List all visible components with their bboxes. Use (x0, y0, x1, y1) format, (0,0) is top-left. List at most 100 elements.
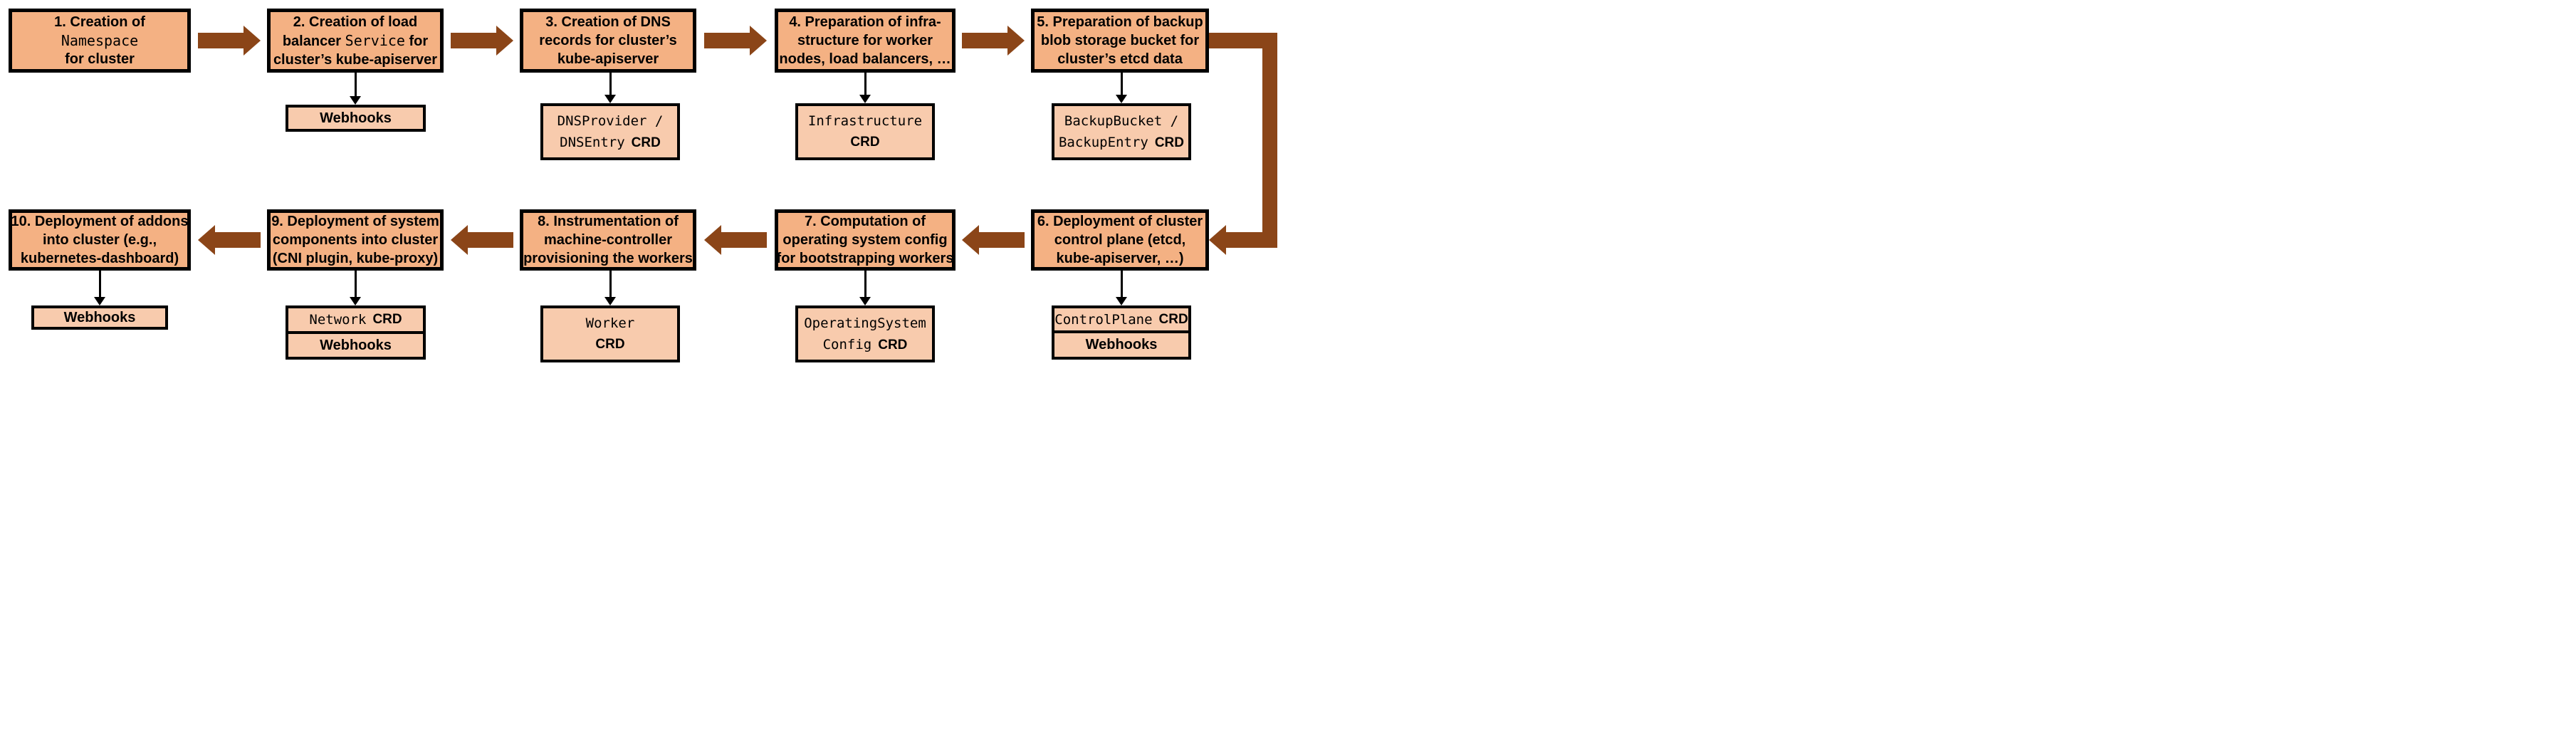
step-7-line-3: for bootstrapping workers (776, 251, 954, 266)
flow-arrow-3-4 (704, 26, 767, 56)
step-6-line-3: kube-apiserver, …) (1056, 251, 1184, 266)
artifact-worker-crd: Worker CRD (540, 305, 680, 362)
artifact-infrastructure-crd: Infrastructure CRD (795, 103, 935, 160)
step-8-line-3: provisioning the workers (523, 251, 693, 266)
connector-line (354, 271, 357, 297)
connector-step4-infrastructure-crd (859, 73, 871, 103)
step-9-line-1: 9. Deployment of system (271, 214, 439, 229)
step-3-line-2: records for cluster’s (539, 33, 677, 48)
arrow-head-left-icon (451, 225, 468, 255)
step-10-line-1: 10. Deployment of addons (11, 214, 189, 229)
dns-provider-label: DNSProvider / (557, 113, 664, 129)
arrow-head-right-icon (750, 26, 767, 56)
flow-arrow-6-7 (962, 225, 1025, 255)
webhooks-row: Webhooks (1054, 333, 1188, 357)
connector-line (1120, 271, 1123, 297)
step-3-box: 3. Creation of DNS records for cluster’s… (520, 9, 696, 73)
connector-step2-webhooks (350, 73, 361, 105)
connector-step10-webhooks (94, 271, 105, 305)
step-1-line-1: 1. Creation of (54, 14, 145, 30)
flow-arrow-9-10 (198, 225, 261, 255)
step-8-box: 8. Instrumentation of machine-controller… (520, 209, 696, 271)
flow-arrow-8-9 (451, 225, 513, 255)
elbow-arrow-head-left-icon (1209, 225, 1226, 255)
webhooks-row: Webhooks (288, 334, 423, 357)
step-1-box: 1. Creation of Namespace for cluster (9, 9, 191, 73)
crd-label: CRD (850, 135, 880, 150)
step-6-box: 6. Deployment of cluster control plane (… (1031, 209, 1209, 271)
arrow-shaft (451, 33, 496, 48)
down-arrow-head-icon (1116, 297, 1127, 305)
connector-step7-osc-crd (859, 271, 871, 305)
arrow-shaft (962, 33, 1007, 48)
step-4-line-3: nodes, load balancers, … (779, 51, 951, 67)
step-2-line-1: 2. Creation of load (293, 14, 418, 30)
flow-arrow-1-2 (198, 26, 261, 56)
elbow-vertical-bar (1262, 33, 1277, 248)
down-arrow-head-icon (859, 297, 871, 305)
step-10-line-2: into cluster (e.g., (42, 232, 157, 248)
worker-label: Worker (585, 315, 635, 331)
arrow-shaft (979, 232, 1025, 248)
elbow-bottom-bar (1225, 232, 1277, 248)
step-1-line-3: for cluster (65, 51, 135, 67)
step-2-line-2: balancer Service for (282, 31, 429, 49)
connector-line (864, 73, 866, 95)
backup-bucket-label: BackupBucket / (1064, 113, 1179, 129)
step-8-line-2: machine-controller (543, 232, 673, 248)
arrow-shaft (215, 232, 261, 248)
connector-step6-controlplane-crd (1116, 271, 1127, 305)
connector-line (609, 73, 612, 95)
step-6-line-2: control plane (etcd, (1054, 232, 1186, 248)
infrastructure-label: Infrastructure (807, 113, 923, 129)
step-3-line-1: 3. Creation of DNS (545, 14, 671, 30)
step-7-line-1: 7. Computation of (805, 214, 926, 229)
step-7-box: 7. Computation of operating system confi… (775, 209, 955, 271)
arrow-shaft (721, 232, 767, 248)
arrow-head-left-icon (704, 225, 721, 255)
cluster-creation-flow-diagram: 1. Creation of Namespace for cluster 2. … (0, 0, 1288, 371)
connector-line (1120, 73, 1123, 95)
flow-arrow-7-8 (704, 225, 767, 255)
crd-label: CRD (878, 337, 908, 352)
step-10-line-3: kubernetes-dashboard) (20, 251, 179, 266)
step-1-line-2-namespace: Namespace (61, 32, 139, 49)
crd-label: CRD (1158, 311, 1188, 327)
step-8-line-1: 8. Instrumentation of (538, 214, 679, 229)
connector-step3-dns-crd (604, 73, 616, 103)
connector-step8-worker-crd (604, 271, 616, 305)
down-arrow-head-icon (604, 95, 616, 103)
crd-label: CRD (1154, 135, 1184, 150)
down-arrow-head-icon (604, 297, 616, 305)
artifact-webhooks-step2: Webhooks (286, 105, 426, 132)
connector-step5-backup-crd (1116, 73, 1127, 103)
arrow-shaft (704, 33, 750, 48)
step-2-box: 2. Creation of load balancer Service for… (267, 9, 444, 73)
step-5-box: 5. Preparation of backup blob storage bu… (1031, 9, 1209, 73)
connector-line (864, 271, 866, 297)
arrow-head-right-icon (244, 26, 261, 56)
step-4-line-1: 4. Preparation of infra- (789, 14, 941, 30)
connector-step9-network-crd (350, 271, 361, 305)
step-3-line-3: kube-apiserver (557, 51, 659, 67)
connector-line (354, 73, 357, 96)
step-4-line-2: structure for worker (797, 33, 933, 48)
down-arrow-head-icon (350, 297, 361, 305)
arrow-shaft (198, 33, 244, 48)
connector-line (98, 271, 101, 297)
step-7-line-2: operating system config (782, 232, 948, 248)
operating-system-label: OperatingSystem (804, 315, 926, 331)
arrow-head-left-icon (962, 225, 979, 255)
down-arrow-head-icon (94, 297, 105, 305)
connector-line (609, 271, 612, 297)
arrow-head-right-icon (1007, 26, 1025, 56)
webhooks-label: Webhooks (320, 110, 392, 126)
step-9-line-2: components into cluster (272, 232, 439, 248)
